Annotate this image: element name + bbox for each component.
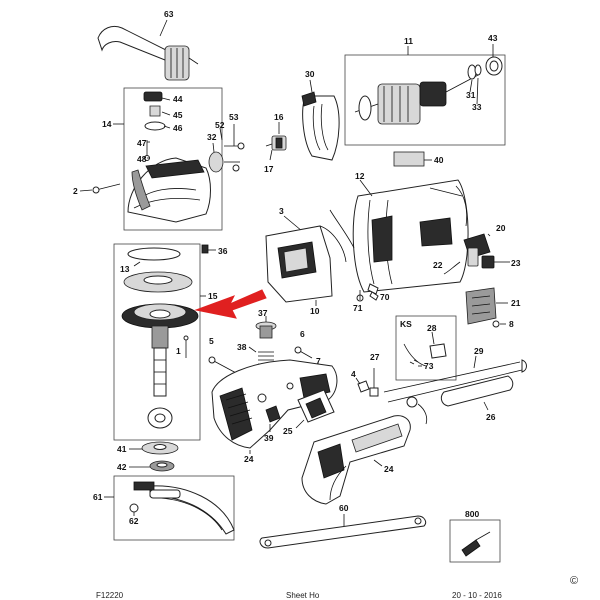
housing-half-part-24-left <box>211 359 338 449</box>
label-plate-part-40 <box>393 151 425 167</box>
callout-39: 39 <box>264 433 274 443</box>
callout-38: 38 <box>237 342 247 352</box>
callout-36: 36 <box>218 246 228 256</box>
wheel-guard-part-61 <box>129 481 235 535</box>
callout-17: 17 <box>264 164 274 174</box>
callout-11: 11 <box>404 36 413 46</box>
callout-62: 62 <box>129 516 139 526</box>
callout-33: 33 <box>472 102 482 112</box>
callout-21: 21 <box>511 298 521 308</box>
handle-part-29-26 <box>383 359 527 425</box>
footer-date: 20 - 10 - 2016 <box>452 591 502 600</box>
highlight-arrow <box>194 289 267 319</box>
callout-53: 53 <box>229 112 239 122</box>
callout-12: 12 <box>355 171 365 181</box>
armature-group-box <box>344 54 506 146</box>
callout-6: 6 <box>300 329 305 339</box>
callout-73: 73 <box>424 361 434 371</box>
callout-42: 42 <box>117 462 127 472</box>
footer-drawing-number: F12220 <box>96 591 124 600</box>
callout-2: 2 <box>73 186 78 196</box>
callout-30: 30 <box>305 69 315 79</box>
callout-61: 61 <box>93 492 103 502</box>
callout-46: 46 <box>173 123 183 133</box>
callout-5: 5 <box>209 336 214 346</box>
callout-29: 29 <box>474 346 484 356</box>
screw-part-36 <box>201 244 209 254</box>
callout-KS: KS <box>400 319 412 329</box>
callout-10: 10 <box>310 306 320 316</box>
callout-28: 28 <box>427 323 437 333</box>
callout-52: 52 <box>215 120 225 130</box>
callout-25: 25 <box>283 426 293 436</box>
callout-43: 43 <box>488 33 498 43</box>
armature-part-11 <box>354 64 482 125</box>
housing-half-part-24-right <box>301 415 411 505</box>
callout-3: 3 <box>279 206 284 216</box>
motor-housing-part-12 <box>352 179 469 293</box>
callout-20: 20 <box>496 223 506 233</box>
callout-24-right: 24 <box>384 464 394 474</box>
callout-23: 23 <box>511 258 521 268</box>
callout-47: 47 <box>137 138 147 148</box>
callout-800: 800 <box>465 509 479 519</box>
footer-sheet: Sheet Ho <box>286 591 320 600</box>
gear-case-parts <box>127 91 245 223</box>
callout-32: 32 <box>207 132 217 142</box>
side-handle-part-63 <box>97 25 199 81</box>
callout-31: 31 <box>466 90 476 100</box>
callout-45: 45 <box>173 110 183 120</box>
spindle-group-box <box>113 243 201 441</box>
callout-26: 26 <box>486 412 496 422</box>
callout-63: 63 <box>164 9 174 19</box>
clip-part-4 <box>357 380 370 393</box>
callout-13: 13 <box>120 264 130 274</box>
callout-7: 7 <box>316 356 321 366</box>
callout-8: 8 <box>509 319 514 329</box>
callout-27: 27 <box>370 352 380 362</box>
copyright-mark: © <box>570 575 579 587</box>
callout-70: 70 <box>380 292 390 302</box>
cable-part-27 <box>369 368 379 397</box>
lock-button-part-37-38 <box>255 321 277 369</box>
callout-16: 16 <box>274 112 284 122</box>
callout-41: 41 <box>117 444 127 454</box>
kit-parts-28-73 <box>403 343 447 367</box>
footer-bar: F12220 Sheet Ho 20 - 10 - 2016 <box>0 590 600 600</box>
end-cap-part-21-8 <box>465 287 500 328</box>
callout-4: 4 <box>351 369 356 379</box>
callout-44: 44 <box>173 94 183 104</box>
callout-22: 22 <box>433 260 443 270</box>
spanner-part-60 <box>259 515 427 549</box>
callout-15: 15 <box>208 291 218 301</box>
kit-box-800 <box>449 519 501 563</box>
callout-71: 71 <box>353 303 363 313</box>
callout-37: 37 <box>258 308 268 318</box>
callout-24-left: 24 <box>244 454 254 464</box>
bearing-part-43 <box>485 56 503 76</box>
screw-part-2 <box>92 183 121 194</box>
callout-40: 40 <box>434 155 444 165</box>
callout-48: 48 <box>137 154 147 164</box>
flange-parts-41-42 <box>141 441 179 472</box>
electronics-parts-39-25 <box>265 389 335 423</box>
guard-group-box <box>113 475 235 541</box>
switch-part-20-22-23 <box>443 233 510 275</box>
kit-box-KS <box>395 315 457 381</box>
brush-holder-part-16-17 <box>265 135 287 151</box>
screw-part-5 <box>211 359 239 375</box>
callout-60: 60 <box>339 503 349 513</box>
spindle-assembly-parts <box>121 247 199 429</box>
field-coil-part-10 <box>265 209 355 303</box>
callout-1: 1 <box>176 346 181 356</box>
terminal-parts-71-70 <box>356 283 379 302</box>
kit-part-800 <box>461 531 491 557</box>
fan-baffle-part-30 <box>301 91 340 161</box>
callout-14: 14 <box>102 119 112 129</box>
